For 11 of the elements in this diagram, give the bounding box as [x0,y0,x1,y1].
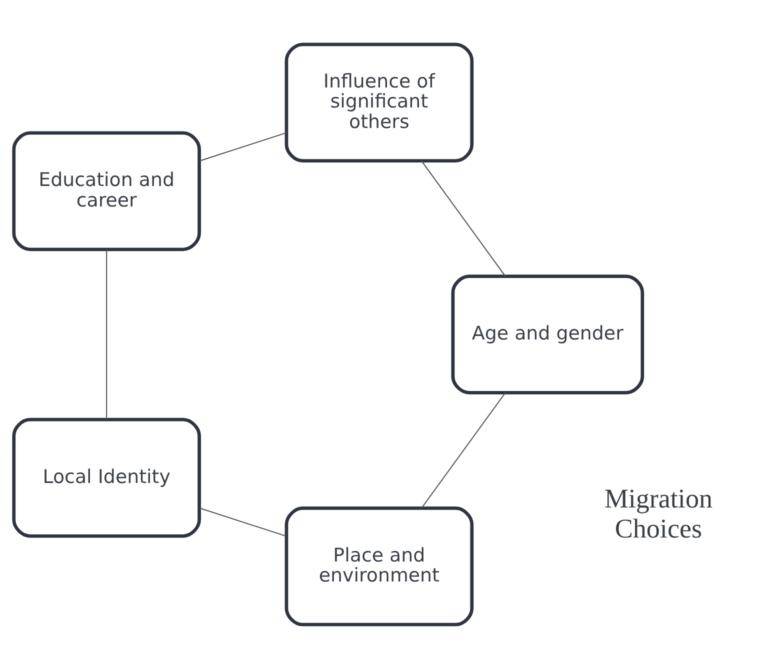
connector [200,507,286,536]
node-box: Influence of significant others [284,42,474,162]
node-box: Place and environment [284,506,474,626]
connector [421,392,506,508]
node-box: Education and career [12,130,201,251]
connector [106,248,108,419]
label: Migration Choices [604,483,713,543]
node-box: Local Identity [12,417,201,538]
node-box: Age and gender [451,274,644,394]
connector [199,132,286,161]
connector [421,160,506,276]
